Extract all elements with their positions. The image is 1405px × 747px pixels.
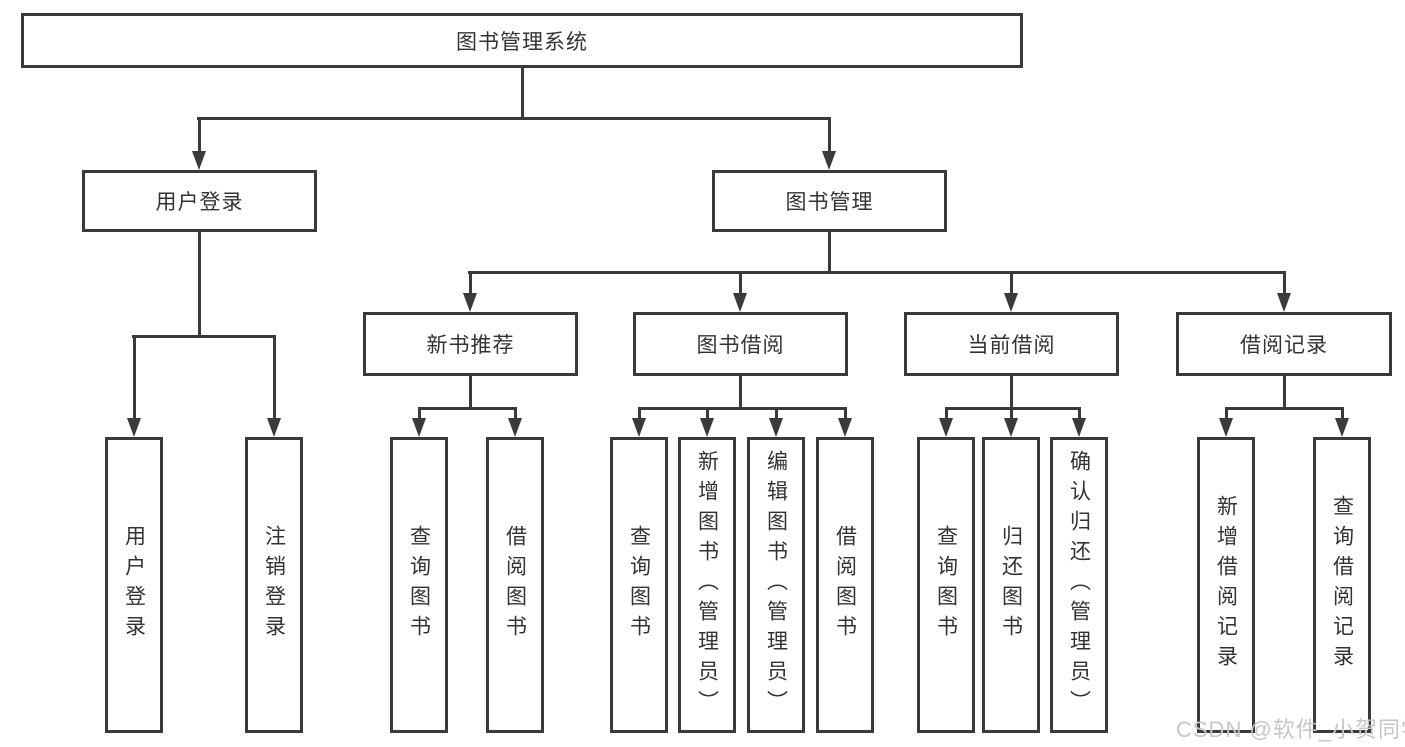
connector-line <box>739 271 742 294</box>
connector-line <box>828 117 831 152</box>
leaf-logout: 注销登录 <box>245 437 303 733</box>
node-library-management-system: 图书管理系统 <box>21 13 1023 68</box>
leaf-label: 注销登录 <box>262 525 286 645</box>
connector-line <box>197 117 831 120</box>
connector-line <box>844 407 847 419</box>
leaf-query-books-borrowing: 查询图书 <box>610 437 668 733</box>
node-user-login: 用户登录 <box>82 170 317 232</box>
connector-line <box>1010 271 1013 294</box>
leaf-label: 编辑图书（管理员） <box>764 450 788 720</box>
connector-line <box>418 407 421 419</box>
leaf-edit-books-admin: 编辑图书（管理员） <box>747 437 805 733</box>
node-new-book-recommendation: 新书推荐 <box>363 312 578 376</box>
connector-line <box>1283 271 1286 294</box>
node-current-borrowing: 当前借阅 <box>904 312 1119 376</box>
watermark: CSDN @软件_小贺同学 <box>1176 717 1405 742</box>
connector-line <box>1225 407 1228 419</box>
connector-line <box>198 117 201 152</box>
arrow-down-icon <box>1004 418 1018 437</box>
node-borrowing-records: 借阅记录 <box>1176 312 1392 376</box>
leaf-label: 借阅图书 <box>503 525 527 645</box>
connector-line <box>1341 407 1344 419</box>
leaf-add-books-admin: 新增图书（管理员） <box>678 437 736 733</box>
leaf-query-books-current: 查询图书 <box>917 437 975 733</box>
connector-line <box>418 407 516 410</box>
leaf-query-books-recommend: 查询图书 <box>390 437 448 733</box>
leaf-label: 查询图书 <box>934 525 958 645</box>
arrow-down-icon <box>127 418 141 437</box>
arrow-down-icon <box>508 418 522 437</box>
leaf-label: 新增图书（管理员） <box>695 450 719 720</box>
arrow-down-icon <box>267 418 281 437</box>
arrow-down-icon <box>463 293 477 312</box>
arrow-down-icon <box>632 418 646 437</box>
arrow-down-icon <box>1335 418 1349 437</box>
leaf-query-borrow-record: 查询借阅记录 <box>1313 437 1371 733</box>
arrow-down-icon <box>1072 418 1086 437</box>
leaf-add-borrow-record: 新增借阅记录 <box>1197 437 1255 733</box>
arrow-down-icon <box>1277 293 1291 312</box>
connector-line <box>945 407 948 419</box>
leaf-label: 查询图书 <box>407 525 431 645</box>
connector-line <box>1010 407 1013 419</box>
node-label: 图书管理 <box>785 191 874 214</box>
leaf-return-books: 归还图书 <box>982 437 1040 733</box>
arrow-down-icon <box>192 151 206 170</box>
arrow-down-icon <box>412 418 426 437</box>
leaf-label: 确认归还（管理员） <box>1067 450 1091 720</box>
arrow-down-icon <box>822 151 836 170</box>
leaf-label: 查询借阅记录 <box>1330 495 1354 675</box>
connector-line <box>273 335 276 419</box>
leaf-user-login: 用户登录 <box>105 437 163 733</box>
arrow-down-icon <box>1219 418 1233 437</box>
node-label: 借阅记录 <box>1240 334 1328 357</box>
connector-line <box>828 232 831 273</box>
node-label: 用户登录 <box>155 191 244 214</box>
connector-line <box>1225 407 1343 410</box>
connector-line <box>1283 376 1286 409</box>
connector-line <box>469 376 472 409</box>
node-label: 当前借阅 <box>967 334 1056 357</box>
connector-line <box>469 271 472 294</box>
node-label: 图书管理系统 <box>456 30 588 54</box>
arrow-down-icon <box>733 293 747 312</box>
leaf-label: 借阅图书 <box>833 525 857 645</box>
node-book-borrowing: 图书借阅 <box>633 312 848 376</box>
connector-line <box>521 68 524 119</box>
arrow-down-icon <box>838 418 852 437</box>
arrow-down-icon <box>700 418 714 437</box>
leaf-label: 归还图书 <box>999 525 1023 645</box>
connector-line <box>638 407 846 410</box>
arrow-down-icon <box>1004 293 1018 312</box>
connector-line <box>198 232 201 337</box>
connector-line <box>1078 407 1081 419</box>
leaf-borrow-books-recommend: 借阅图书 <box>486 437 544 733</box>
leaf-label: 查询图书 <box>627 525 651 645</box>
leaf-label: 新增借阅记录 <box>1214 495 1238 675</box>
leaf-borrow-books-borrowing: 借阅图书 <box>816 437 874 733</box>
connector-line <box>638 407 641 419</box>
leaf-label: 用户登录 <box>122 525 146 645</box>
connector-line <box>706 407 709 419</box>
connector-line <box>133 335 136 419</box>
node-label: 新书推荐 <box>426 334 515 357</box>
node-book-management: 图书管理 <box>712 170 947 232</box>
leaf-confirm-return-admin: 确认归还（管理员） <box>1050 437 1108 733</box>
node-label: 图书借阅 <box>696 334 785 357</box>
connector-line <box>468 271 1285 274</box>
arrow-down-icon <box>769 418 783 437</box>
connector-line <box>132 335 276 338</box>
arrow-down-icon <box>939 418 953 437</box>
connector-line <box>739 376 742 409</box>
connector-line <box>1010 376 1013 409</box>
connector-line <box>775 407 778 419</box>
connector-line <box>514 407 517 419</box>
